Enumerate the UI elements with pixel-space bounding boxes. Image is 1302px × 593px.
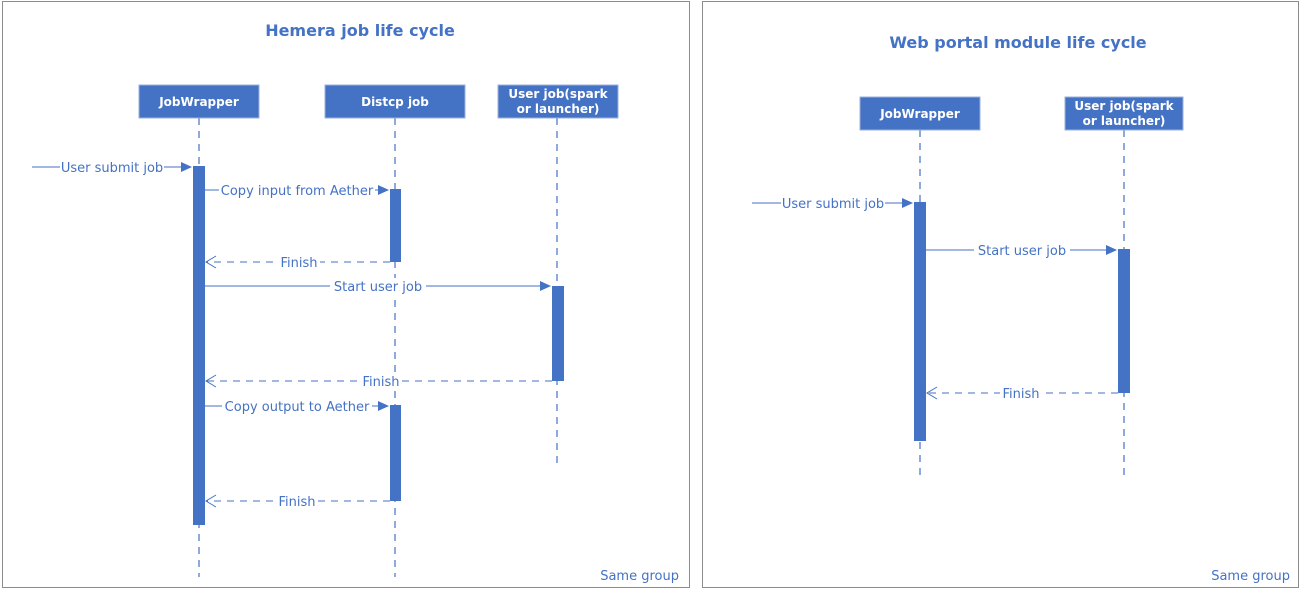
message-finish-copy-output: Finish — [205, 493, 390, 510]
message-user-submit-job: User submit job — [32, 159, 192, 176]
open-arrow-icon — [205, 374, 217, 388]
web-portal-title: Web portal module life cycle — [889, 33, 1146, 52]
participant-label-line-2: or launcher) — [517, 102, 600, 116]
message-label: User submit job — [61, 161, 163, 176]
message-label: Finish — [280, 256, 317, 271]
hemera-diagram: Hemera job life cycle JobWrapper Distcp … — [2, 1, 690, 588]
web-portal-diagram: Web portal module life cycle JobWrapper … — [702, 1, 1299, 588]
group-label: Same group — [1211, 569, 1290, 584]
activation-distcp-copy-input — [390, 189, 401, 262]
participant-label-line-1: User job(spark — [508, 87, 608, 101]
message-label: Finish — [1002, 387, 1039, 402]
participant-user-job[interactable]: User job(spark or launcher) — [497, 84, 619, 119]
web-portal-frame — [702, 1, 1299, 588]
message-label: Finish — [278, 495, 315, 510]
message-copy-output: Copy output to Aether — [205, 398, 389, 415]
activation-user-job — [1118, 249, 1130, 393]
message-copy-input: Copy input from Aether — [205, 182, 389, 199]
open-arrow-icon — [926, 386, 938, 400]
arrow-head-icon — [378, 401, 389, 411]
activation-jobwrapper — [914, 202, 926, 441]
group-label: Same group — [600, 569, 679, 584]
message-finish-copy-input: Finish — [205, 254, 390, 271]
participant-label: JobWrapper — [879, 107, 960, 121]
open-arrow-icon — [205, 494, 217, 508]
participant-label-line-2: or launcher) — [1083, 114, 1166, 128]
participant-user-job[interactable]: User job(spark or launcher) — [1064, 96, 1184, 131]
participant-label: Distcp job — [361, 95, 429, 109]
message-label: Start user job — [334, 280, 422, 295]
participant-label-line-1: User job(spark — [1074, 99, 1174, 113]
message-label: User submit job — [782, 197, 884, 212]
message-finish-user-job: Finish — [205, 373, 552, 390]
message-label: Start user job — [978, 244, 1066, 259]
arrow-head-icon — [540, 281, 551, 291]
message-finish-user-job: Finish — [926, 385, 1118, 402]
activation-user-job — [552, 286, 564, 381]
message-start-user-job: Start user job — [205, 278, 551, 295]
participant-label: JobWrapper — [158, 95, 239, 109]
message-label: Copy output to Aether — [225, 400, 370, 415]
arrow-head-icon — [378, 185, 389, 195]
message-label: Finish — [362, 375, 399, 390]
message-start-user-job: Start user job — [926, 242, 1117, 259]
participant-distcp-job[interactable]: Distcp job — [324, 84, 466, 119]
hemera-title: Hemera job life cycle — [265, 21, 455, 40]
activation-jobwrapper — [193, 166, 205, 525]
participant-jobwrapper[interactable]: JobWrapper — [138, 84, 260, 119]
arrow-head-icon — [902, 198, 913, 208]
message-label: Copy input from Aether — [221, 184, 374, 199]
arrow-head-icon — [1106, 245, 1117, 255]
message-user-submit-job: User submit job — [752, 195, 913, 212]
arrow-head-icon — [181, 162, 192, 172]
participant-jobwrapper[interactable]: JobWrapper — [859, 96, 981, 131]
open-arrow-icon — [205, 255, 217, 269]
activation-distcp-copy-output — [390, 405, 401, 501]
